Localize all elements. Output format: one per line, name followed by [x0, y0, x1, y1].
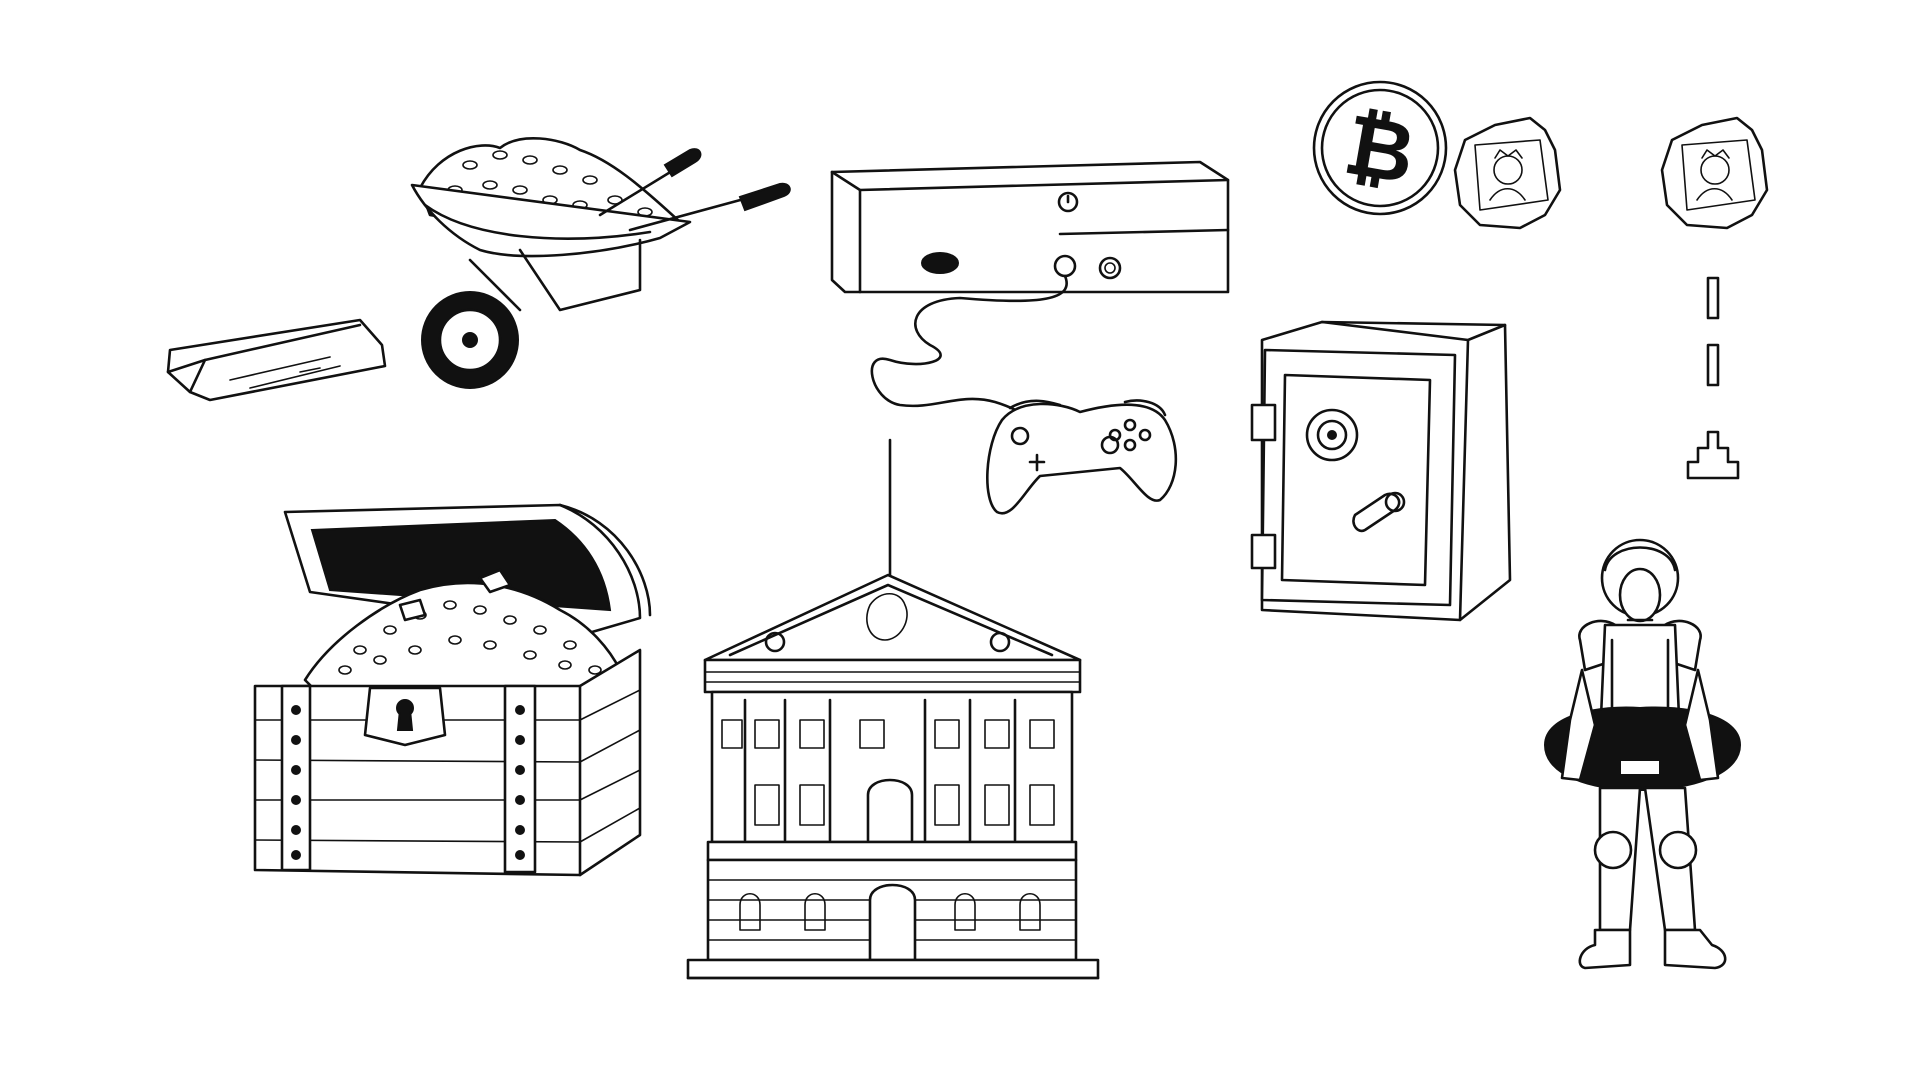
bitcoin-icon: ₿ — [1312, 80, 1448, 216]
pixel-coin-icon — [1453, 116, 1562, 230]
armored-figure-icon — [1543, 538, 1742, 970]
pixel-coin-icon-2 — [1660, 116, 1769, 230]
svg-text:₿: ₿ — [1338, 97, 1422, 201]
wheelbarrow-icon — [410, 137, 791, 389]
gold-bar-icon — [166, 318, 387, 402]
game-console-icon — [830, 160, 1230, 420]
pixel-arrow-icon — [1686, 276, 1740, 480]
treasure-chest-icon — [253, 503, 652, 877]
gamepad-icon — [986, 399, 1178, 515]
bank-building-icon — [686, 438, 1100, 980]
safe-icon — [1250, 320, 1512, 622]
